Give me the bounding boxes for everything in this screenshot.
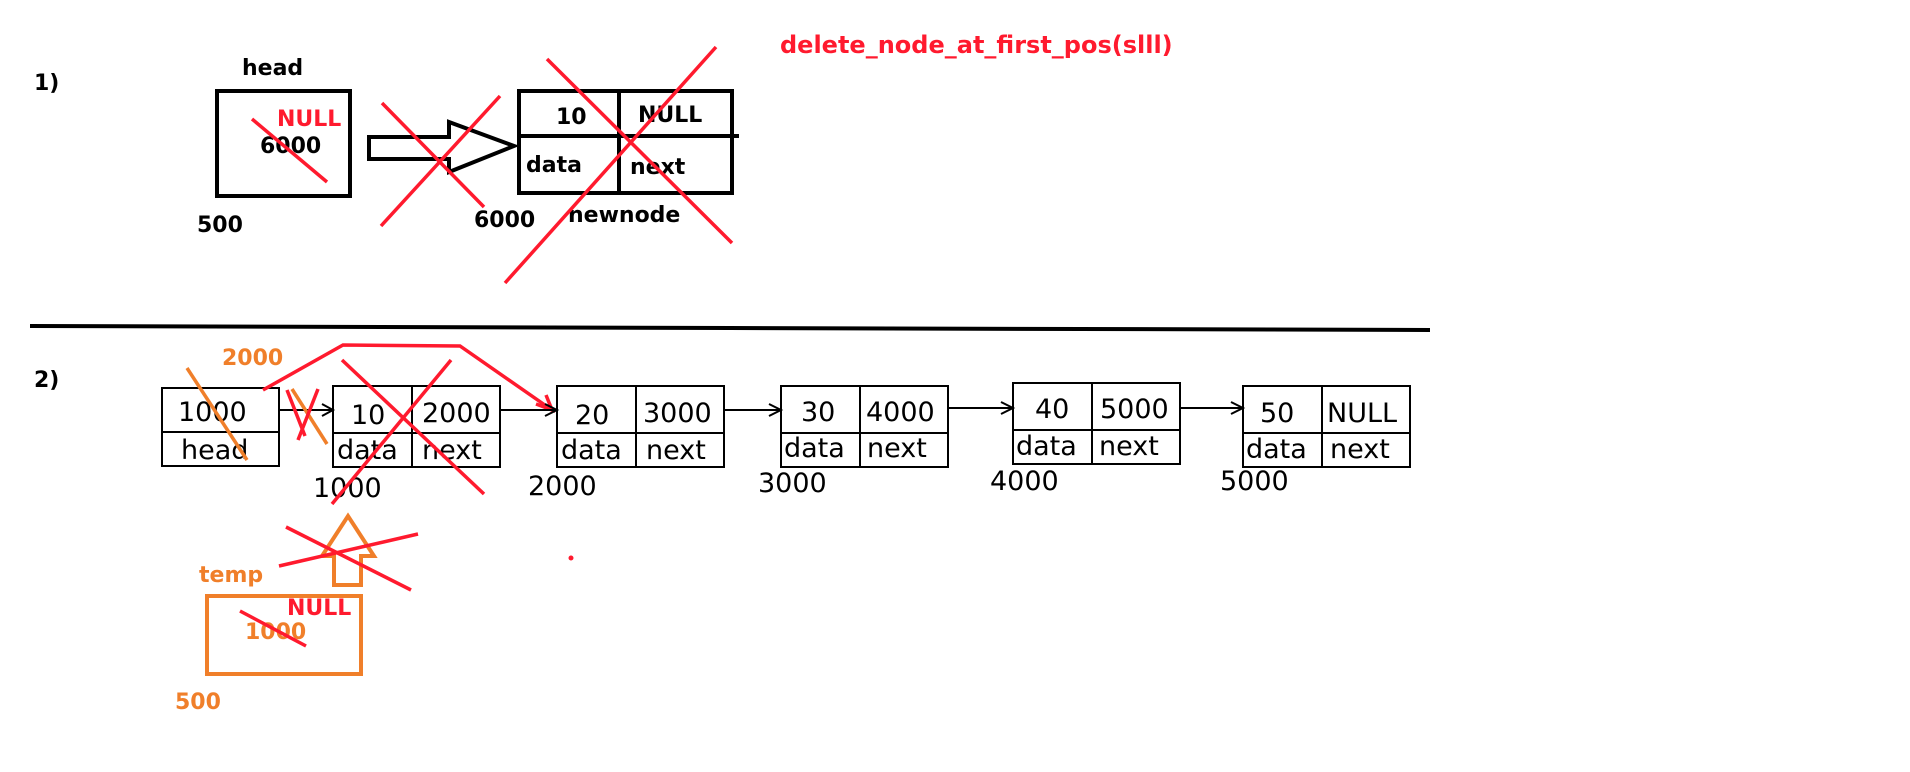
node-address: 5000 — [1220, 466, 1289, 497]
node-box — [780, 385, 949, 468]
head-old-value: 6000 — [260, 134, 321, 159]
node-next-label: next — [646, 435, 706, 466]
node-data-value: 50 — [1260, 398, 1294, 429]
temp-new-value: NULL — [287, 596, 351, 621]
temp-old-value-strike — [239, 609, 307, 648]
node-box — [1012, 382, 1181, 465]
node-box — [332, 385, 501, 468]
node-address: 4000 — [990, 466, 1059, 497]
head-new-value: NULL — [277, 107, 341, 132]
node-next-value: 3000 — [643, 398, 712, 429]
node-data-value: 20 — [575, 400, 609, 431]
newnode-data-label: data — [526, 153, 582, 178]
temp-up-arrow — [318, 512, 378, 587]
node1-cross-b — [330, 358, 453, 506]
node-data-value: 30 — [801, 397, 835, 428]
list-node: 40 5000 data next 4000 — [990, 382, 1181, 497]
node-address: 3000 — [758, 468, 827, 499]
node-data-label: data — [561, 435, 622, 466]
step1-label: 1) — [34, 71, 59, 96]
node1-cross-a — [340, 358, 486, 496]
node-next-label: next — [422, 435, 482, 466]
list-node: 30 4000 data next 3000 — [758, 385, 949, 499]
step-separator — [29, 324, 1431, 332]
node-box — [1242, 385, 1411, 468]
block-arrow-cross-b — [379, 94, 502, 228]
list-head-box — [161, 387, 280, 467]
list-node: 10 2000 data next 1000 — [313, 358, 501, 506]
node-box — [556, 385, 725, 468]
block-arrow — [367, 119, 520, 175]
node-data-value: 10 — [351, 400, 385, 431]
node-next-value: 4000 — [866, 397, 935, 428]
temp-arrow-cross-b — [278, 532, 419, 568]
temp-box — [205, 594, 363, 676]
newnode-cross-a — [545, 57, 734, 245]
node-data-value: 40 — [1035, 394, 1069, 425]
head-box — [215, 89, 352, 198]
node-data-label: data — [1246, 434, 1307, 465]
head-old-value-strike — [250, 117, 329, 184]
block-arrow-cross-a — [380, 101, 486, 209]
list-node: 50 NULL data next 5000 — [1220, 385, 1411, 497]
node-next-label: next — [1099, 431, 1159, 462]
node-next-label: next — [867, 433, 927, 464]
newnode-cross-b — [503, 45, 718, 285]
bypass-arrow — [262, 343, 553, 412]
list-head-strike — [185, 367, 249, 461]
node-address: 1000 — [313, 473, 382, 504]
list-head-caption: head — [181, 435, 248, 466]
list-node: 20 3000 data next 2000 — [528, 385, 725, 502]
node-next-value: NULL — [1327, 398, 1397, 429]
temp-caption: temp — [199, 563, 263, 588]
node-next-value: 2000 — [422, 398, 491, 429]
newnode-box — [517, 89, 734, 195]
arrow-cross-red-b — [285, 389, 307, 437]
diagram-title: delete_node_at_first_pos(slll) — [780, 31, 1173, 59]
node-next-value: 5000 — [1100, 394, 1169, 425]
node-data-label: data — [1016, 431, 1077, 462]
node-address: 2000 — [528, 471, 597, 502]
node-data-label: data — [784, 433, 845, 464]
head-new-value-2: 2000 — [222, 346, 283, 371]
stray-dot — [568, 555, 574, 561]
newnode-data-value: 10 — [556, 105, 587, 130]
step2-label: 2) — [34, 368, 59, 393]
head-caption: head — [242, 56, 303, 81]
node-next-label: next — [1330, 434, 1390, 465]
head-address: 500 — [197, 213, 243, 238]
temp-address: 500 — [175, 690, 221, 715]
temp-arrow-cross-a — [285, 525, 412, 592]
arrow-cross-red-a — [296, 388, 320, 441]
newnode-caption: newnode — [568, 203, 680, 228]
newnode-address: 6000 — [474, 208, 535, 233]
list-head-old-value: 1000 — [178, 397, 247, 428]
arrow-cross-orange — [290, 388, 329, 445]
